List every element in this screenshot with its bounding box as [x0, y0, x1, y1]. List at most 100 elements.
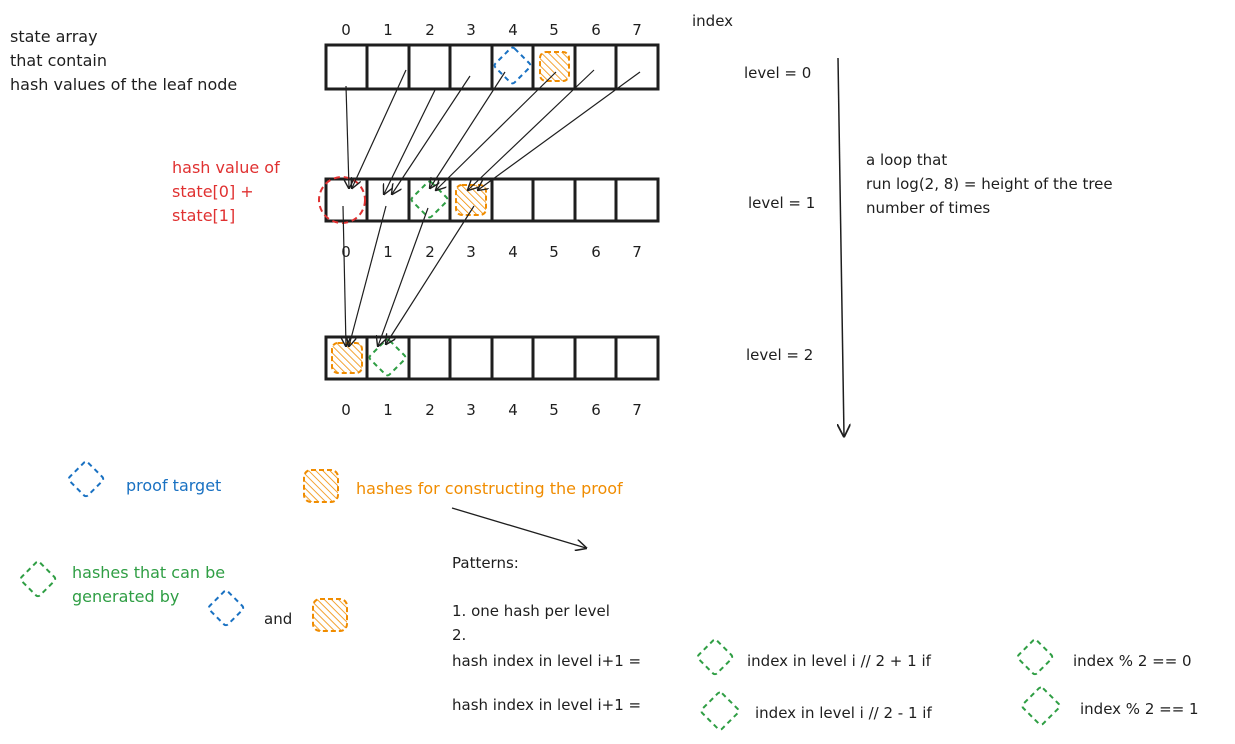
cell-l0-1: [365, 43, 411, 91]
legend-generated-by-blue-icon: [207, 589, 245, 627]
cell-l0-3: [448, 43, 494, 91]
arrow-l0-7: [478, 71, 641, 190]
cell-l0-7: [614, 43, 660, 91]
arrow-l1-1: [349, 205, 387, 346]
cell-l1-4: [490, 177, 535, 223]
cell-l1-7: [614, 177, 660, 223]
index-bot-0: 0: [341, 401, 351, 419]
array-level-1: [324, 177, 660, 223]
legend-and-word: and: [264, 610, 292, 628]
cell-l1-2: [407, 177, 452, 223]
index-top-1: 1: [383, 21, 393, 39]
array-level-0: [324, 43, 660, 91]
pattern-icons: [696, 638, 1061, 731]
legend-generated-by-orange-icon: [312, 598, 348, 632]
patterns-item-2: 2.: [452, 626, 466, 644]
index-row-middle: 0 1 2 3 4 5 6 7: [341, 243, 642, 261]
rule-1-prefix: hash index in level i+1 =: [452, 652, 641, 670]
arrows-level0-to-level1: [346, 69, 641, 194]
patterns-title: Patterns:: [452, 554, 519, 572]
cell-l2-4: [490, 335, 535, 381]
cell-l2-6: [573, 335, 618, 381]
rule-2-middle: index in level i // 2 - 1 if: [755, 704, 932, 722]
state-array-description: state array that contain hash values of …: [10, 27, 237, 94]
proof-hash-marker-l0-5: [539, 51, 570, 82]
legend-generated-line-1: hashes that can be: [72, 563, 225, 582]
index-mid-0: 0: [341, 243, 351, 261]
index-top-0: 0: [341, 21, 351, 39]
index-row-bottom: 0 1 2 3 4 5 6 7: [341, 401, 642, 419]
cell-l2-2: [407, 335, 452, 381]
cell-l2-7: [614, 335, 660, 381]
cell-l0-6: [573, 43, 618, 91]
red-annotation: hash value of state[0] + state[1]: [172, 158, 280, 225]
index-bot-1: 1: [383, 401, 393, 419]
index-mid-6: 6: [591, 243, 601, 261]
arrow-l0-4: [430, 71, 506, 188]
index-bot-7: 7: [632, 401, 642, 419]
state-desc-line-2: that contain: [10, 51, 107, 70]
index-mid-5: 5: [549, 243, 559, 261]
index-bot-4: 4: [508, 401, 518, 419]
arrow-l1-3: [386, 205, 475, 344]
level-0-label: level = 0: [744, 64, 811, 82]
arrow-l0-3: [392, 75, 471, 194]
index-bot-3: 3: [466, 401, 476, 419]
red-note-line-3: state[1]: [172, 206, 235, 225]
loop-note-line-1: a loop that: [866, 151, 947, 169]
proof-target-marker-l0-4: [493, 46, 532, 85]
arrow-l0-1: [352, 69, 407, 188]
arrow-l1-0: [343, 205, 346, 346]
legend-proof-target-label: proof target: [126, 476, 221, 495]
index-row-top: 0 1 2 3 4 5 6 7: [341, 21, 642, 39]
level-2-label: level = 2: [746, 346, 813, 364]
cell-l2-3: [448, 335, 494, 381]
index-top-4: 4: [508, 21, 518, 39]
arrow-l0-0: [346, 85, 349, 188]
generated-hash-marker-l2-1: [368, 338, 407, 377]
state-desc-line-3: hash values of the leaf node: [10, 75, 237, 94]
state-desc-line-1: state array: [10, 27, 98, 46]
cell-l0-0: [324, 43, 369, 91]
index-mid-3: 3: [466, 243, 476, 261]
index-mid-2: 2: [425, 243, 435, 261]
rule-1-icon-a: [696, 638, 734, 676]
index-mid-4: 4: [508, 243, 518, 261]
loop-note: a loop that run log(2, 8) = height of th…: [866, 151, 1113, 217]
proof-hash-marker-l2-0: [331, 342, 363, 374]
cell-l2-1: [365, 335, 411, 381]
cell-l0-2: [407, 43, 452, 91]
cell-l1-1: [365, 177, 411, 223]
index-mid-7: 7: [632, 243, 642, 261]
red-note-line-2: state[0] +: [172, 182, 254, 201]
arrow-l0-6: [468, 69, 595, 190]
patterns-item-1: 1. one hash per level: [452, 602, 610, 620]
patterns-section: Patterns: 1. one hash per level 2. hash …: [452, 554, 1199, 722]
loop-note-line-3: number of times: [866, 199, 990, 217]
index-top-5: 5: [549, 21, 559, 39]
cell-l1-5: [531, 177, 577, 223]
arrow-l0-2: [384, 87, 437, 194]
rule-1-suffix: index % 2 == 0: [1073, 652, 1192, 670]
patterns-pointer-arrow: [451, 507, 586, 548]
level-1-label: level = 1: [748, 194, 815, 212]
index-bot-6: 6: [591, 401, 601, 419]
legend-generated-icon: [19, 560, 57, 598]
rule-1-middle: index in level i // 2 + 1 if: [747, 652, 932, 670]
index-bot-5: 5: [549, 401, 559, 419]
highlight-circle-l1-0: [318, 176, 366, 224]
arrows-level1-to-level2: [343, 205, 475, 346]
arrow-l0-5: [436, 71, 557, 190]
legend: proof target hashes for constructing the…: [19, 460, 623, 632]
legend-proof-hash-label: hashes for constructing the proof: [356, 479, 623, 498]
index-mid-1: 1: [383, 243, 393, 261]
legend-proof-hash-icon: [303, 469, 339, 503]
index-top-2: 2: [425, 21, 435, 39]
rule-2-icon-b: [1021, 686, 1061, 726]
arrow-l1-2: [378, 207, 429, 346]
array-level-2: [324, 335, 660, 381]
legend-proof-target-icon: [67, 460, 105, 498]
loop-direction-arrow: [838, 57, 844, 436]
rule-1-icon-b: [1016, 638, 1054, 676]
